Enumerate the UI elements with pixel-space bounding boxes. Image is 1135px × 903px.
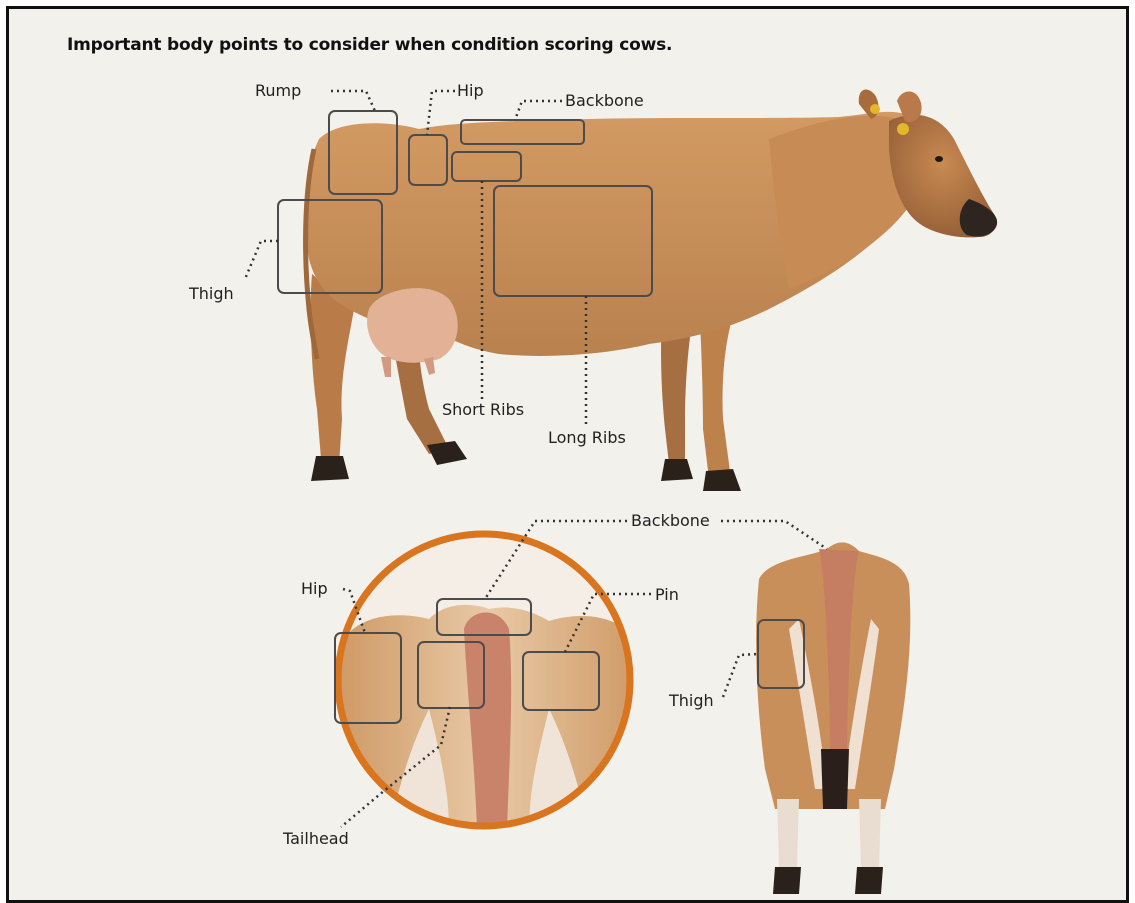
label-rear-backbone: Backbone (631, 511, 710, 530)
label-pin: Pin (655, 585, 679, 604)
figure-frame: Important body points to consider when c… (6, 6, 1129, 903)
label-long-ribs: Long Ribs (548, 428, 626, 447)
label-rear-thigh: Thigh (669, 691, 714, 710)
hoof (311, 456, 349, 481)
label-rump: Rump (255, 81, 301, 100)
hoof (661, 459, 693, 481)
hoof (773, 867, 801, 894)
muzzle (960, 199, 997, 237)
cow-eye (935, 156, 943, 162)
rump-leader (331, 91, 375, 111)
label-thigh: Thigh (189, 284, 234, 303)
label-hip: Hip (457, 81, 484, 100)
rear-view-cow (756, 542, 910, 894)
ear-tag (897, 123, 909, 135)
rear-view-zoom (338, 534, 639, 829)
ear-tag (870, 104, 880, 114)
label-rear-hip: Hip (301, 579, 328, 598)
label-short-ribs: Short Ribs (442, 400, 524, 419)
diagram-art (9, 9, 1129, 903)
label-tailhead: Tailhead (283, 829, 349, 848)
rear-backbone-leader-right (721, 521, 827, 549)
backbone-leader (515, 101, 562, 120)
thigh-leader (245, 241, 278, 279)
rear-thigh-leader (723, 654, 758, 697)
teat (381, 357, 391, 377)
label-backbone: Backbone (565, 91, 644, 110)
hoof (703, 469, 741, 491)
udder (367, 288, 458, 363)
hoof (427, 441, 467, 465)
hoof (855, 867, 883, 894)
